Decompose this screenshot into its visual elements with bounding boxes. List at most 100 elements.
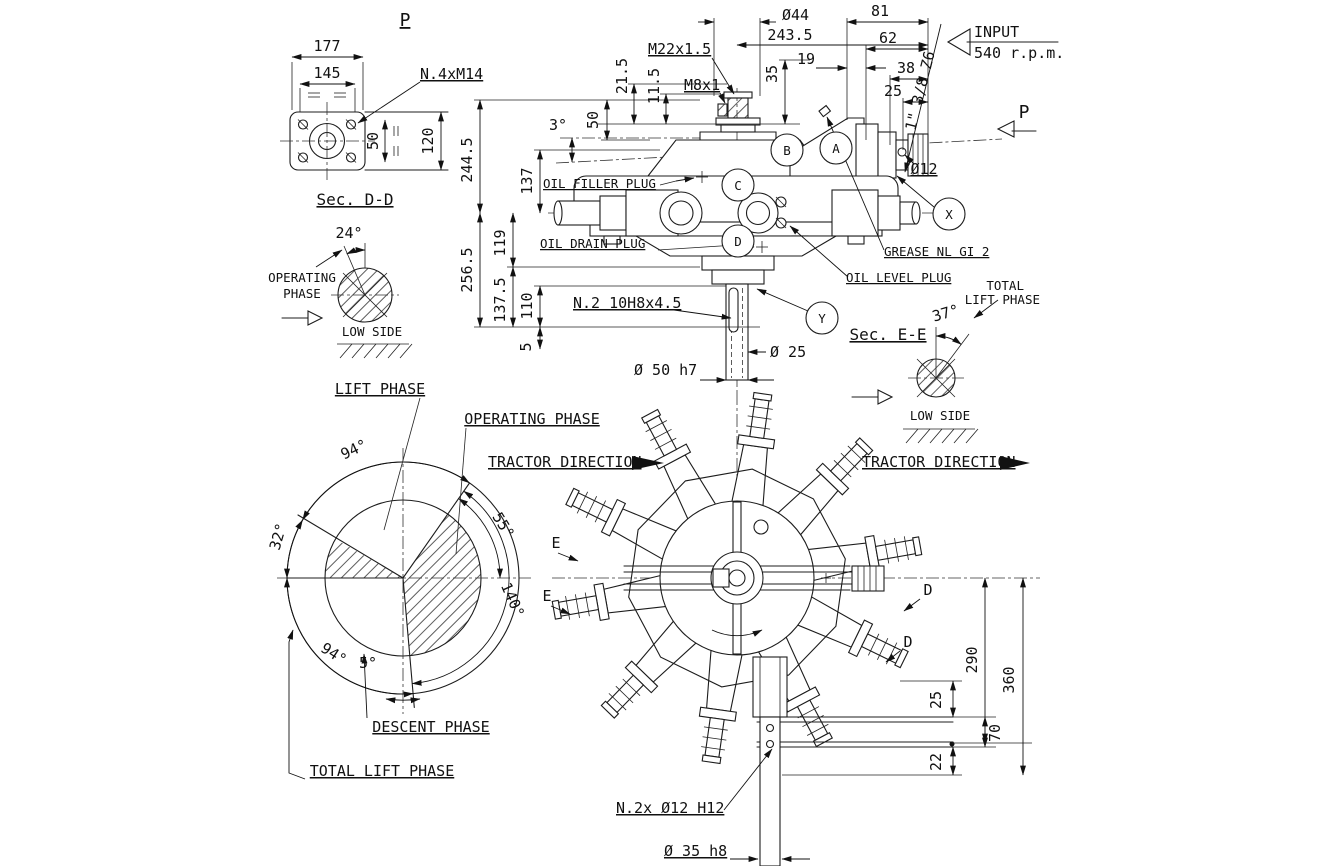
section-mark-d1: D [923,581,932,599]
view-p-label: P [400,10,411,31]
balloon-markers: B A C D X Y [721,131,966,335]
dim-145: 145 [313,64,340,82]
dim-dia44: Ø44 [782,6,809,24]
dim-dia25: Ø 25 [770,343,806,361]
dim-3deg: 3° [549,116,567,134]
lift-phase-label: LIFT PHASE [335,380,425,398]
drain-plug-mark [756,241,768,253]
balloon-d: D [734,234,742,249]
dim-dia12: Ø12 [910,160,937,178]
dim-62: 62 [879,29,897,47]
operating-phase-label: OPERATING PHASE [464,410,599,428]
dim-22: 22 [927,753,945,771]
dim-35: 35 [763,65,781,83]
section-dd-title: Sec. D-D [316,190,393,209]
bolt-note: N.4xM14 [420,65,483,83]
operating-phase-1: OPERATING [268,270,336,285]
oil-drain-label: OIL DRAIN PLUG [540,236,645,251]
angle-140: 140° [497,580,528,620]
balloon-x: X [945,207,953,222]
dim-19: 19 [797,50,815,68]
dim-177: 177 [313,37,340,55]
dim-120: 120 [419,127,437,154]
total-lift-1: TOTAL [986,278,1024,293]
dim-50-flange: 50 [364,132,382,150]
dim-360: 360 [1000,666,1018,693]
angle-24: 24° [335,224,362,242]
dim-21-5: 21.5 [613,58,631,94]
tractor-arrow-right [1000,456,1030,470]
dim-110: 110 [518,292,536,319]
oil-filler-label: OIL FILLER PLUG [543,176,656,191]
equal-marks-side [393,126,399,156]
input-rpm: 540 r.p.m. [974,44,1064,62]
dim-290: 290 [963,646,981,673]
angle-94-top: 94° [338,436,370,464]
dim-256-5: 256.5 [458,247,476,292]
disc-internals [623,501,885,655]
support-column [752,656,955,866]
view-direction-arrow-ee [851,389,894,405]
spindle-dia: Ø 35 h8 [664,842,727,860]
dim-70: 70 [986,724,1004,742]
dim-25-plan: 25 [927,691,945,709]
balloon-a: A [832,141,840,156]
section-mark-e2: E [542,587,551,605]
thread-m22: M22x1.5 [648,40,711,58]
holes-note: N.2x Ø12 H12 [616,799,724,817]
gearbox-side-view [548,88,1003,392]
grease-label: GREASE NL GI 2 [884,244,989,259]
section-mark-d2: D [903,633,912,651]
dim-dia50h7: Ø 50 h7 [634,361,697,379]
dim-25-side: 25 [884,82,902,100]
section-ee-detail: Sec. E-E 37° TOTAL LIFT PHASE LOW SIDE [849,278,1040,444]
angle-32: 32° [266,521,291,552]
plan-view: TRACTOR DIRECTION TRACTOR DIRECTION E E … [488,391,1040,866]
filler-plug-mark [696,171,708,183]
section-mark-e1: E [551,534,560,552]
dim-38: 38 [897,59,915,77]
tractor-arrow-left [632,456,664,470]
angle-94-bottom: 94° [317,639,350,669]
dim-137: 137 [518,167,536,194]
input-arrow [946,28,1059,56]
low-side-dd: LOW SIDE [342,324,402,339]
flange-view: P 177 145 N.4xM14 50 120 Sec. D-D [280,10,483,209]
side-view-dimensions: 244.5 256.5 137 119 137.5 110 5 21.5 11.… [458,2,1064,383]
total-lift-phase-label: TOTAL LIFT PHASE [310,762,455,780]
balloon-y: Y [818,311,826,326]
total-lift-2: LIFT PHASE [965,292,1040,307]
ground-hatch-ee [903,428,979,444]
dim-11-5: 11.5 [645,68,663,104]
keyway-note: N.2 10H8x4.5 [573,294,681,312]
ground-hatch-dd [337,343,413,359]
angle-5: 5° [359,654,377,672]
operating-phase-2: PHASE [283,286,321,301]
view-p-arrow [996,120,1037,138]
dim-243-5: 243.5 [767,26,812,44]
section-ee-title: Sec. E-E [849,325,926,344]
balloon-b: B [783,143,791,158]
p-marker-right: P [1019,102,1030,123]
dim-50-side: 50 [584,111,602,129]
angle-55: 55° [488,509,518,542]
phase-diagram: 94° 32° 55° 140° 94° 5° LIFT PHASE OPERA… [266,380,600,780]
equal-marks-top [308,92,346,98]
dim-81: 81 [871,2,889,20]
descent-phase-label: DESCENT PHASE [372,718,489,736]
dim-137-5: 137.5 [491,277,509,322]
input-label: INPUT [974,23,1019,41]
oil-level-label: OIL LEVEL PLUG [846,270,951,285]
dim-244-5: 244.5 [458,137,476,182]
angle-37: 37° [930,301,961,326]
tractor-direction-right: TRACTOR DIRECTION [862,453,1016,471]
section-dd-detail: 24° OPERATING PHASE LOW SIDE [268,224,413,359]
thread-m8: M8x1 [684,76,720,94]
flange-bolt-holes [297,119,357,163]
dim-5: 5 [517,342,535,351]
low-side-ee: LOW SIDE [910,408,970,423]
view-direction-arrow-dd [281,310,324,326]
balloon-c: C [734,178,742,193]
